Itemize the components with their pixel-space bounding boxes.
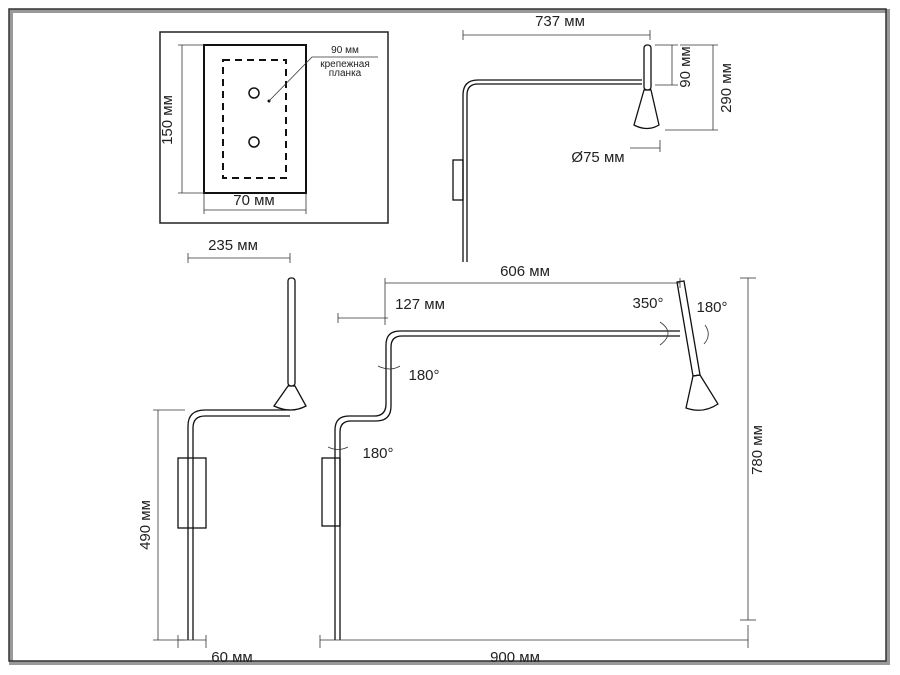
top-length-label: 737 мм — [535, 13, 585, 30]
top-diameter-label: Ø75 мм — [571, 149, 624, 166]
rotation-arrow-icon — [377, 365, 401, 370]
extended-width-label: 900 мм — [490, 649, 540, 666]
extended-height-label: 780 мм — [749, 425, 766, 475]
plate-size-label: 90 мм — [331, 45, 359, 56]
elbow-rotation-label: 180° — [408, 367, 439, 384]
mounting-plate-inset — [159, 31, 389, 224]
extended-offset-label: 127 мм — [395, 296, 445, 313]
plate-caption-1: крепежная — [320, 59, 370, 70]
extended-view-lamp — [319, 277, 756, 648]
plate-caption-2: планка — [329, 68, 362, 79]
base-rotation-label: 180° — [362, 445, 393, 462]
compact-height-label: 490 мм — [137, 500, 154, 550]
head-tilt-label: 180° — [696, 299, 727, 316]
screw-hole — [248, 87, 260, 99]
compact-view-lamp — [153, 253, 307, 648]
screw-hole — [248, 136, 260, 148]
extended-arm-label: 606 мм — [500, 263, 550, 280]
compact-depth-label: 60 мм — [211, 649, 252, 666]
top-height-label: 290 мм — [718, 63, 735, 113]
top-mount-label: 90 мм — [677, 46, 694, 87]
rotation-arrow-icon — [659, 321, 669, 346]
inset-height-label: 150 мм — [159, 95, 176, 145]
top-view-lamp — [452, 30, 718, 262]
head-rotation-label: 350° — [632, 295, 663, 312]
frame-shadow — [9, 9, 890, 665]
tilt-arrow-icon — [703, 324, 709, 345]
compact-width-label: 235 мм — [208, 237, 258, 254]
rotation-arrow-icon — [327, 446, 349, 450]
frame — [8, 8, 887, 662]
inset-width-label: 70 мм — [233, 192, 274, 209]
